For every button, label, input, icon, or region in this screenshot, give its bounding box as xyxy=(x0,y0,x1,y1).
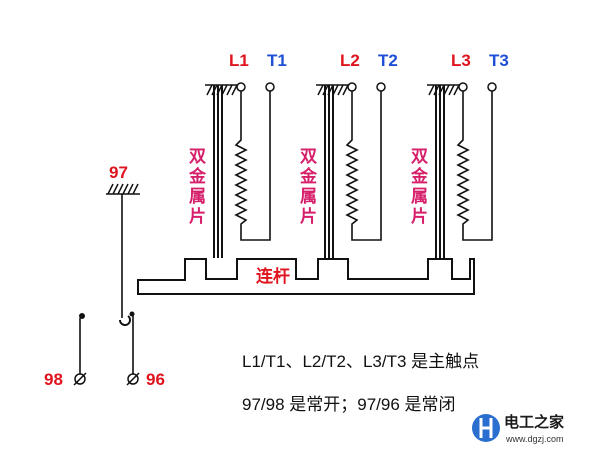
terminal-L1 xyxy=(236,82,246,92)
no-contact-tip xyxy=(79,313,85,319)
label-L1: L1 xyxy=(229,51,249,70)
strip-label-3b: 金 xyxy=(410,166,429,186)
rod-label: 连杆 xyxy=(256,266,290,286)
note-aux-contacts: 97/98 是常开；97/96 是常闭 xyxy=(242,395,456,414)
label-T1: T1 xyxy=(267,51,287,70)
strip-label-2b: 金 xyxy=(299,166,318,186)
strip-label-1b: 金 xyxy=(188,166,207,186)
strip-label-1a: 双 xyxy=(189,147,206,166)
label-L3: L3 xyxy=(451,51,471,70)
terminal-98 xyxy=(73,372,87,386)
hatch-anchor-97 xyxy=(106,183,140,195)
nc-contact-tip xyxy=(129,311,135,317)
strip-label-2c: 属 xyxy=(300,187,317,206)
label-L2: L2 xyxy=(340,51,360,70)
terminal-T1 xyxy=(265,82,275,92)
watermark: 电工之家 www.dgzj.com xyxy=(472,413,564,444)
note-main-contacts: L1/T1、L2/T2、L3/T3 是主触点 xyxy=(242,352,479,371)
watermark-name: 电工之家 xyxy=(504,413,564,431)
strip-label-1d: 片 xyxy=(189,206,206,226)
bimetal-strip-2 xyxy=(324,85,334,258)
strip-label-1c: 属 xyxy=(189,187,206,206)
heater-wire-3 xyxy=(456,91,493,241)
label-98: 98 xyxy=(44,370,63,389)
nc-contact-hook xyxy=(119,315,131,326)
watermark-url: www.dgzj.com xyxy=(505,434,564,444)
strip-label-3c: 属 xyxy=(411,187,428,206)
phase-1: L1 T1 双 金 属 片 xyxy=(188,51,287,258)
terminal-96 xyxy=(126,372,140,386)
aux-contact-group: 97 98 96 xyxy=(44,163,165,389)
label-96: 96 xyxy=(146,370,165,389)
bimetal-strip-3 xyxy=(435,85,445,258)
terminal-T3 xyxy=(487,82,497,92)
terminal-T2 xyxy=(376,82,386,92)
terminal-L3 xyxy=(458,82,468,92)
strip-label-3d: 片 xyxy=(411,206,428,226)
heater-wire-1 xyxy=(234,91,271,241)
connecting-rod xyxy=(137,258,475,295)
strip-label-2d: 片 xyxy=(300,206,317,226)
bimetal-strip-1 xyxy=(213,85,223,258)
strip-label-2a: 双 xyxy=(300,147,317,166)
label-T2: T2 xyxy=(378,51,398,70)
phase-3: L3 T3 双 金 属 片 xyxy=(410,51,509,258)
phase-2: L2 T2 双 金 属 片 xyxy=(299,51,398,258)
terminal-L2 xyxy=(347,82,357,92)
label-97: 97 xyxy=(109,163,128,182)
label-T3: T3 xyxy=(489,51,509,70)
heater-wire-2 xyxy=(345,91,382,241)
strip-label-3a: 双 xyxy=(411,147,428,166)
